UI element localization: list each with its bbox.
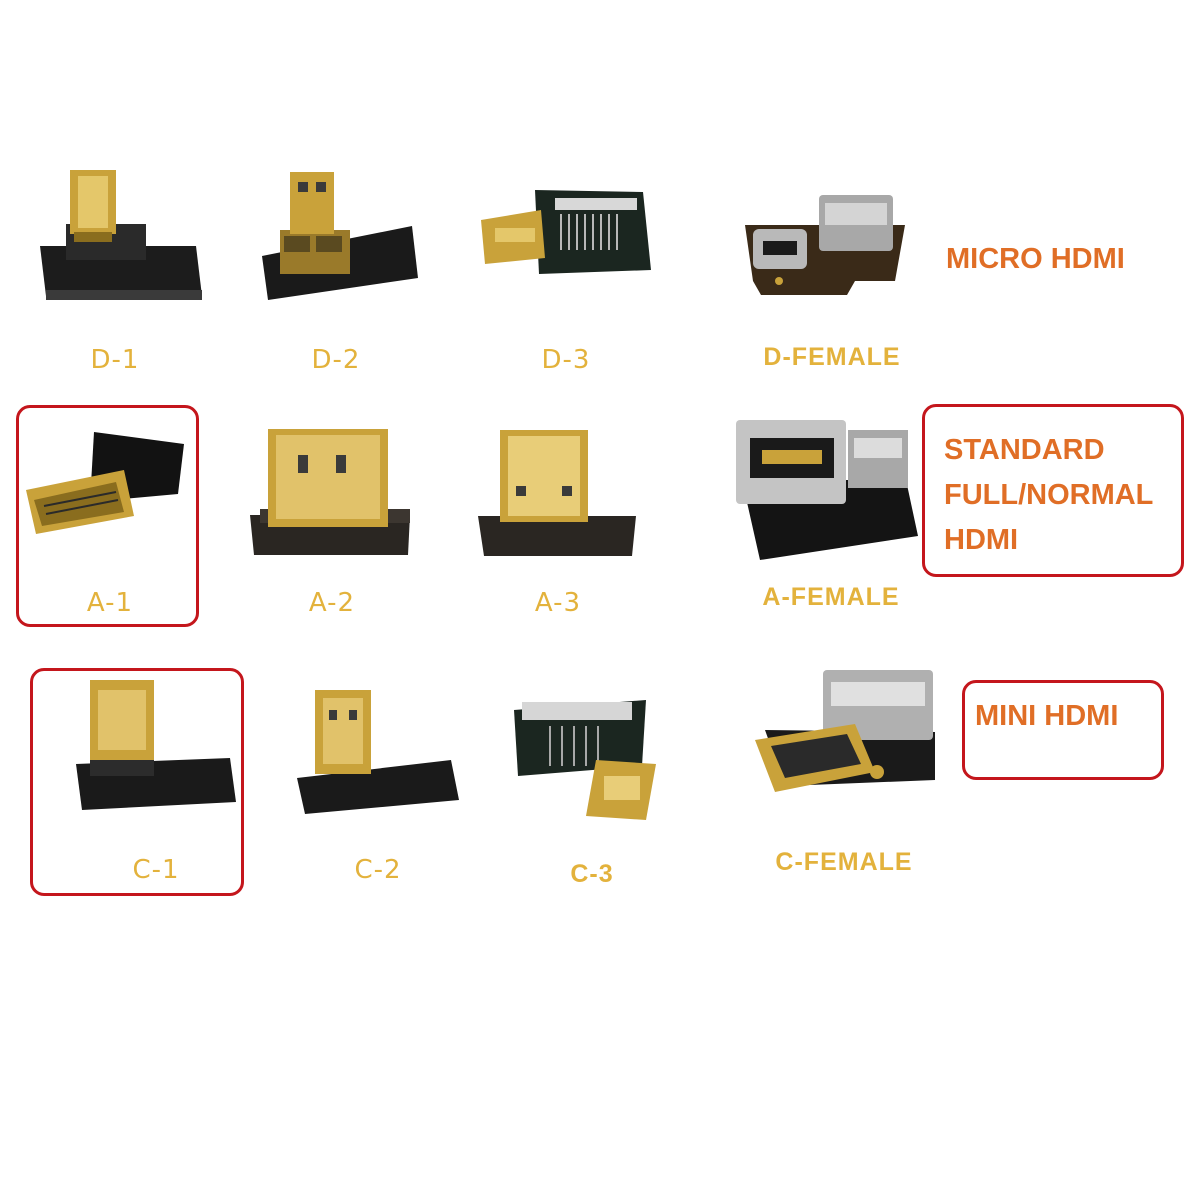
a1-highlight-frame [16, 405, 199, 627]
caption-d1: D-1 [90, 345, 140, 375]
micro-hdmi-d1-connector [40, 170, 202, 300]
caption-c3: C-3 [570, 860, 614, 888]
mini-hdmi-c2-connector [297, 690, 459, 814]
mini-hdmi-c1-connector [76, 680, 236, 810]
micro-hdmi-female-connector [745, 195, 905, 295]
caption-d2: D-2 [311, 345, 361, 375]
category-line-full-normal: FULL/NORMAL [944, 479, 1154, 511]
caption-a1: A-1 [86, 588, 134, 618]
mini-hdmi-female-connector [755, 670, 935, 792]
standard-hdmi-a2-connector [250, 429, 410, 555]
caption-a-female: A-FEMALE [762, 583, 900, 611]
caption-d3: D-3 [541, 345, 591, 375]
caption-a2: A-2 [308, 588, 356, 618]
caption-c-female: C-FEMALE [775, 848, 913, 876]
c1-highlight-frame [30, 668, 244, 896]
category-line-hdmi: HDMI [944, 524, 1019, 556]
mini-hdmi-highlight-frame [962, 680, 1164, 780]
category-line-standard: STANDARD [944, 434, 1105, 466]
standard-hdmi-a1-connector [26, 432, 184, 534]
mini-hdmi-c3-connector [514, 700, 656, 820]
caption-a3: A-3 [534, 588, 582, 618]
micro-hdmi-d3-connector [481, 190, 651, 274]
caption-d-female: D-FEMALE [763, 343, 901, 371]
micro-hdmi-d2-connector [262, 172, 418, 300]
caption-c2: C-2 [354, 855, 402, 885]
caption-c1: C-1 [132, 855, 180, 885]
standard-hdmi-highlight-frame [922, 404, 1184, 577]
category-mini-hdmi: MINI HDMI [975, 700, 1119, 732]
standard-hdmi-a3-connector [478, 430, 636, 556]
category-micro-hdmi: MICRO HDMI [946, 243, 1125, 275]
standard-hdmi-female-connector [736, 420, 918, 560]
category-standard-hdmi: STANDARD FULL/NORMAL HDMI [944, 428, 1153, 563]
